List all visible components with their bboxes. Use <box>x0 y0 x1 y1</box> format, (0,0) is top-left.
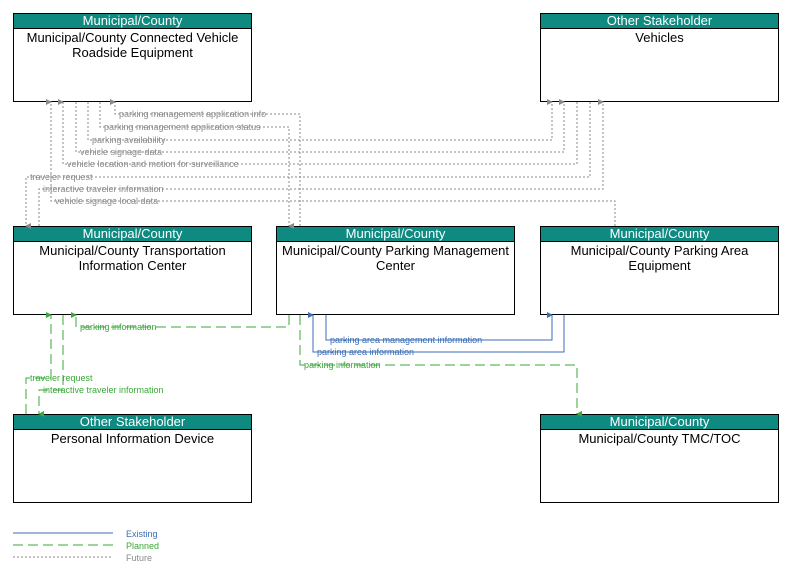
node-title: Municipal/County Transportation Informat… <box>39 243 226 273</box>
node-header: Municipal/County <box>14 227 251 242</box>
node-header: Municipal/County <box>541 415 778 430</box>
node-title: Municipal/County Parking Area Equipment <box>570 243 749 273</box>
flow-line-vehicle-signage-local-data <box>46 99 616 226</box>
flow-label-parking-area-information: parking area information <box>317 347 414 357</box>
flow-line-parking-area-information <box>308 312 565 353</box>
flow-line-parking-management-application-info <box>110 99 301 226</box>
flow-label-parking-availability: parking availability <box>92 135 166 145</box>
node-title: Municipal/County Connected Vehicle Roads… <box>26 30 239 60</box>
legend-future-label: Future <box>126 553 152 563</box>
flow-line-traveler-request-future <box>25 102 591 229</box>
node-header: Other Stakeholder <box>541 14 778 29</box>
flow-label-interactive-traveler-information-future: interactive traveler information <box>43 184 164 194</box>
flow-line-parking-management-application-status <box>99 102 294 229</box>
node-parking-area-equipment[interactable]: Municipal/County Municipal/County Parkin… <box>540 226 779 315</box>
node-title: Municipal/County Parking Management Cent… <box>282 243 509 273</box>
legend-existing-label: Existing <box>126 529 158 539</box>
flow-label-parking-management-application-info: parking management application info <box>119 109 266 119</box>
flow-line-parking-information-pmc-tic <box>71 312 290 328</box>
node-tmc-toc[interactable]: Municipal/County Municipal/County TMC/TO… <box>540 414 779 503</box>
flow-label-vehicle-signage-local-data: vehicle signage local data <box>55 196 158 206</box>
node-personal-information-device[interactable]: Other Stakeholder Personal Information D… <box>13 414 252 503</box>
node-header: Municipal/County <box>277 227 514 242</box>
node-header: Other Stakeholder <box>14 415 251 430</box>
node-parking-management-center[interactable]: Municipal/County Municipal/County Parkin… <box>276 226 515 315</box>
flow-label-traveler-request-planned: traveler request <box>30 373 93 383</box>
node-transportation-information-center[interactable]: Municipal/County Municipal/County Transp… <box>13 226 252 315</box>
flow-label-parking-management-application-status: parking management application status <box>104 122 261 132</box>
flow-line-traveler-request-planned <box>25 312 52 414</box>
flow-line-parking-information-pmc-tmc <box>299 315 582 417</box>
flow-line-interactive-traveler-information-planned <box>38 315 64 417</box>
node-title: Municipal/County TMC/TOC <box>578 431 741 446</box>
node-title: Personal Information Device <box>50 431 215 446</box>
flow-label-parking-area-management-information: parking area management information <box>330 335 482 345</box>
flow-label-interactive-traveler-information-planned: interactive traveler information <box>43 385 164 395</box>
flow-label-parking-information-pmc-tic: parking information <box>80 322 157 332</box>
flow-line-interactive-traveler-information-future <box>38 99 604 226</box>
node-header: Municipal/County <box>14 14 251 29</box>
flow-label-vehicle-location-and-motion: vehicle location and motion for surveill… <box>67 159 239 169</box>
flow-label-parking-information-pmc-tmc: parking information <box>304 360 381 370</box>
node-connected-vehicle-roadside-equipment[interactable]: Municipal/County Municipal/County Connec… <box>13 13 252 102</box>
flow-line-parking-area-management-information <box>325 312 553 341</box>
node-header: Municipal/County <box>541 227 778 242</box>
legend: Existing Planned Future <box>13 529 159 563</box>
legend-planned-label: Planned <box>126 541 159 551</box>
node-title: Vehicles <box>635 30 684 45</box>
flow-line-parking-availability <box>87 99 553 141</box>
node-vehicles[interactable]: Other Stakeholder Vehicles <box>540 13 779 102</box>
flow-label-vehicle-signage-data: vehicle signage data <box>80 147 162 157</box>
flow-line-vehicle-signage-data <box>75 99 565 153</box>
flow-label-traveler-request-future: traveler request <box>30 172 93 182</box>
